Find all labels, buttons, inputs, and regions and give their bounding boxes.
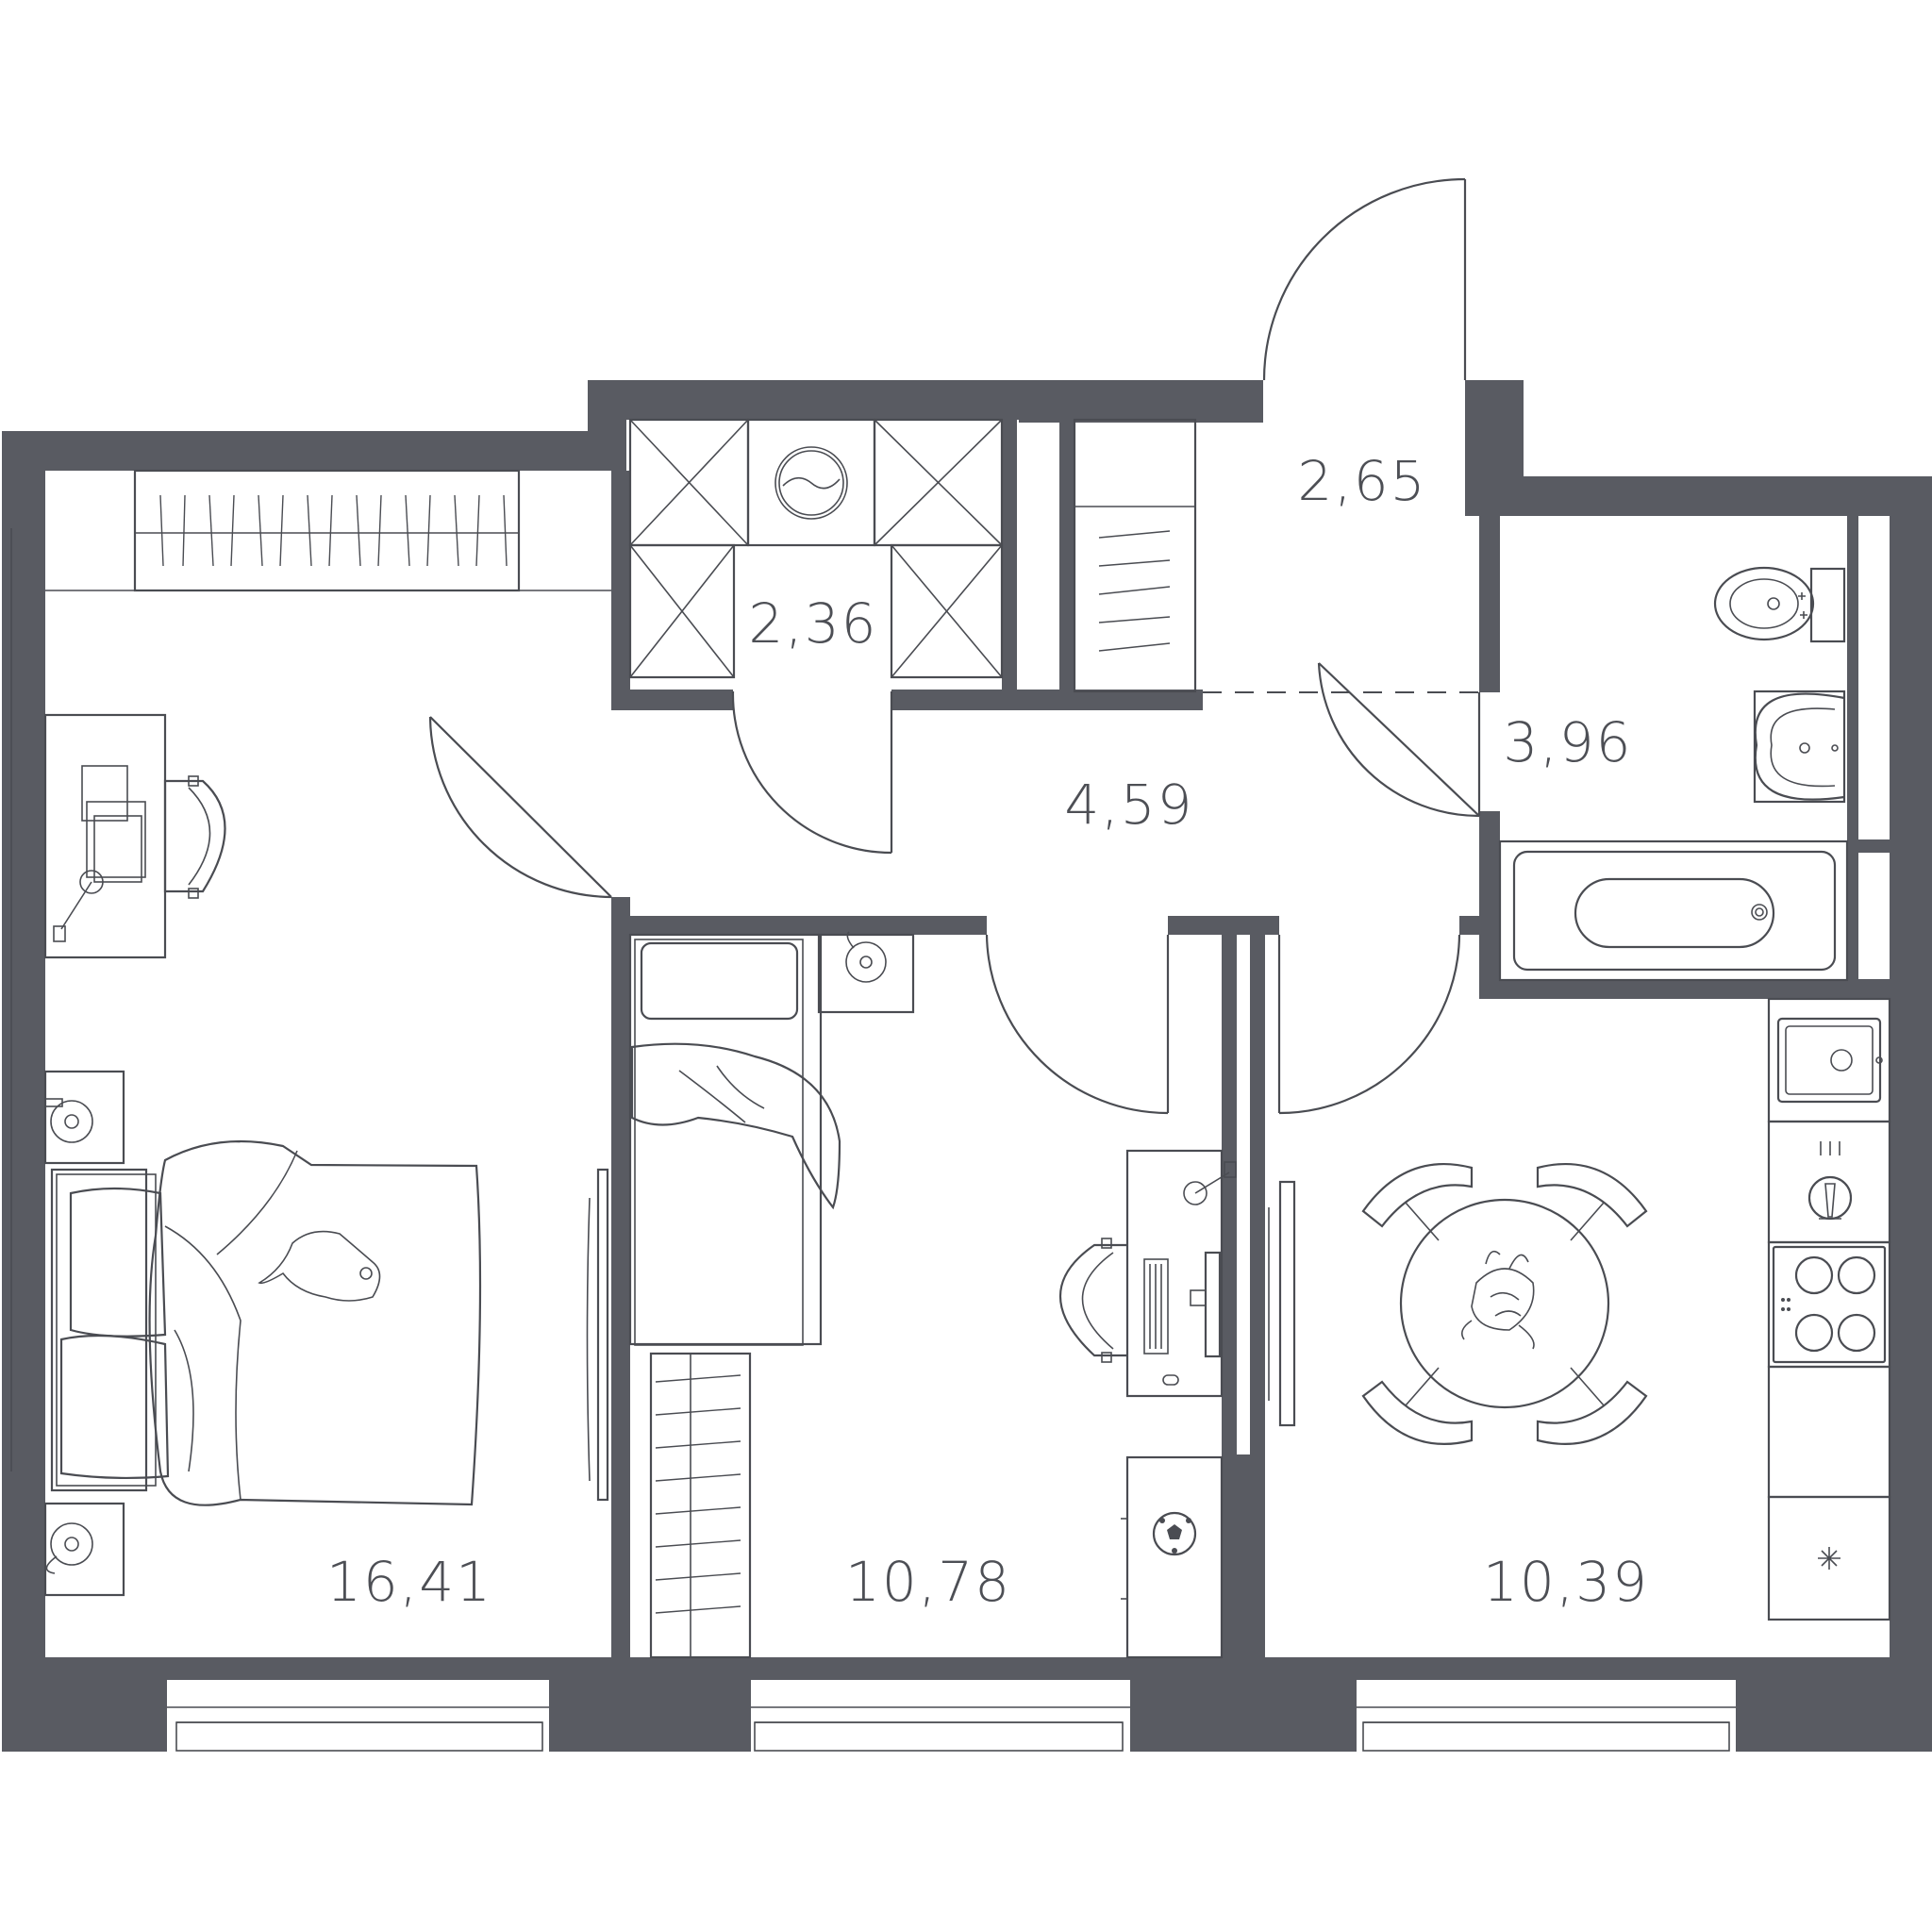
storage-cabinets <box>628 418 1004 679</box>
nightstand-icon <box>43 1502 125 1597</box>
dining-table-icon <box>1361 1163 1648 1445</box>
window-middle <box>751 1706 1130 1752</box>
chair-icon <box>1361 1367 1474 1445</box>
area-label-entrance: 2,65 <box>1297 449 1426 513</box>
kitchen-counter <box>1767 997 1891 1621</box>
storage-door <box>731 690 893 855</box>
windows <box>10 528 1736 1752</box>
nightstand-icon <box>43 1070 125 1165</box>
area-label-hallway: 4,59 <box>1064 773 1193 837</box>
window-right <box>1357 1706 1736 1752</box>
desk-icon <box>43 713 167 959</box>
wardrobe-icon <box>1073 418 1197 693</box>
area-label-storage: 2,36 <box>748 591 877 656</box>
shelf-unit <box>1121 1455 1224 1659</box>
desk-icon <box>1125 1149 1237 1398</box>
lamp-icon <box>1183 1161 1237 1205</box>
computer-icon <box>1143 1251 1222 1386</box>
stove-icon <box>1772 1245 1887 1364</box>
lamp-icon <box>53 870 104 942</box>
walls <box>2 380 1932 1752</box>
chair-icon <box>163 775 226 899</box>
sink-icon <box>1776 1017 1883 1104</box>
washing-machine-icon <box>746 418 876 547</box>
chair-icon <box>1536 1163 1648 1241</box>
chair-icon <box>1361 1163 1474 1241</box>
bedroom-small-door <box>985 934 1170 1115</box>
wardrobe-icon <box>133 469 521 592</box>
double-bed-icon <box>50 1139 482 1506</box>
bedroom-large-door <box>428 716 612 899</box>
doors <box>428 177 1481 1115</box>
single-bed-icon <box>628 933 841 1346</box>
chair-icon <box>1059 1238 1127 1363</box>
tv-icon <box>1268 1180 1296 1427</box>
washbasin-icon <box>1753 690 1846 804</box>
area-label-bedroom-large: 16,41 <box>326 1550 492 1614</box>
soccer-ball-icon <box>1152 1511 1197 1556</box>
area-label-kitchen: 10,39 <box>1483 1550 1649 1614</box>
wardrobe-icon <box>649 1352 752 1659</box>
bathtub-icon <box>1498 839 1849 982</box>
area-label-bedroom-small: 10,78 <box>845 1550 1011 1614</box>
entrance-door <box>1262 177 1467 381</box>
bathroom-door <box>1317 662 1481 818</box>
cat-icon <box>258 1230 381 1302</box>
nightstand-icon <box>817 931 915 1014</box>
area-label-bathroom: 3,96 <box>1503 710 1632 774</box>
toilet-icon <box>1713 566 1846 643</box>
tv-icon <box>586 1168 609 1502</box>
kitchen-door <box>1277 934 1461 1115</box>
window-left <box>167 1706 549 1752</box>
chair-icon <box>1536 1367 1648 1445</box>
kettle-icon <box>1807 1141 1853 1221</box>
sparkle-icon <box>1818 1547 1840 1570</box>
centerpiece-flowers <box>1461 1250 1535 1350</box>
